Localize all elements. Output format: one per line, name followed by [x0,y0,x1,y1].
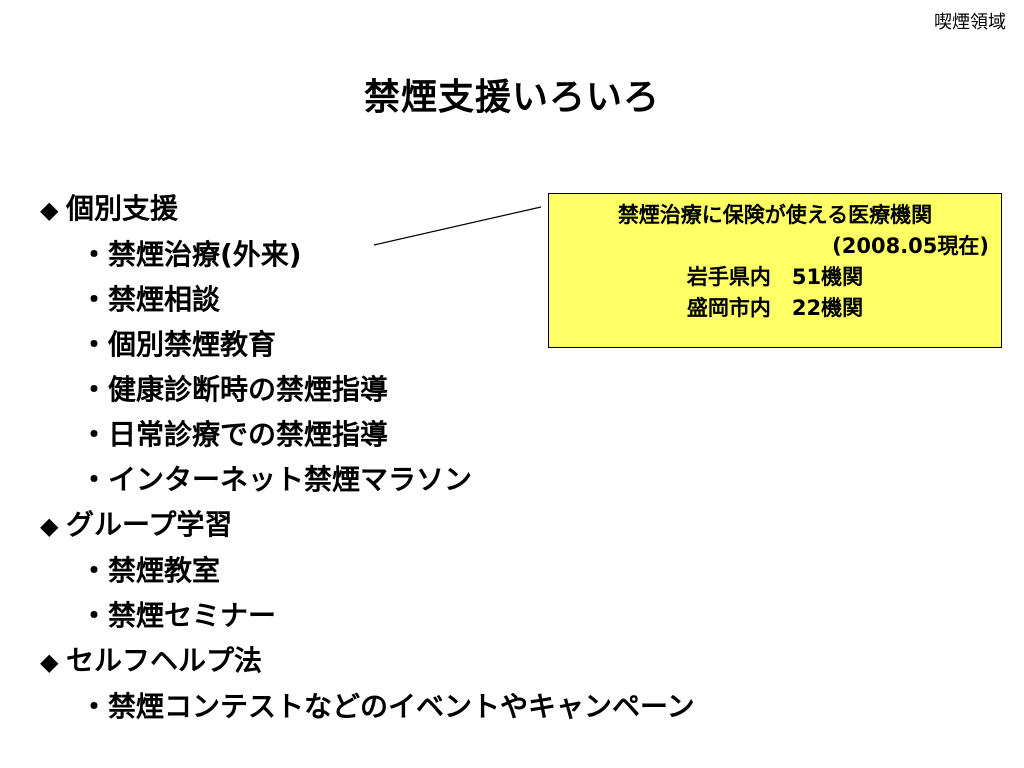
list-item-label: 禁煙相談 [108,283,221,316]
bullet-icon: ・ [80,690,109,723]
callout-date: (2008.05現在) [832,234,989,258]
connector-line [373,206,542,246]
section-heading-label: グループ学習 [66,508,233,541]
list-item: ・健康診断時の禁煙指導 [40,367,600,412]
list-item-label: 禁煙教室 [108,554,221,587]
outline-list: ◆個別支援 ・禁煙治療(外来) ・禁煙相談 ・個別禁煙教育 ・健康診断時の禁煙指… [40,186,695,729]
slide-title: 禁煙支援いろいろ [363,77,660,118]
list-item-label: 禁煙治療(外来) [108,238,302,271]
section-heading-group-learning: ◆グループ学習 [40,502,600,548]
bullet-icon: ・ [80,238,109,271]
list-item: ・個別禁煙教育 [40,322,600,367]
list-item-label: 個別禁煙教育 [108,328,277,361]
list-item: ・日常診療での禁煙指導 [40,412,600,457]
callout-city-count: 盛岡市内 22機関 [686,296,864,320]
list-item: ・禁煙治療(外来) [40,232,600,277]
list-item-label: 日常診療での禁煙指導 [108,418,389,451]
list-item: ・禁煙セミナー [40,593,600,638]
bullet-icon: ・ [80,418,109,451]
callout-heading: 禁煙治療に保険が使える医療機関 [617,203,933,227]
bullet-icon: ・ [80,554,109,587]
section-heading-label: 個別支援 [66,192,179,225]
bullet-icon: ・ [80,283,109,316]
list-item-label: 健康診断時の禁煙指導 [108,373,389,406]
list-item-label: インターネット禁煙マラソン [108,463,473,496]
section-heading-self-help: ◆セルフヘルプ法 [40,638,600,684]
diamond-bullet-icon: ◆ [40,512,59,540]
section-heading-individual-support: ◆個別支援 [40,186,600,232]
callout-prefecture-count: 岩手県内 51機関 [686,265,864,289]
list-item: ・禁煙相談 [40,277,600,322]
list-item: ・禁煙教室 [40,548,600,593]
list-item-label: 禁煙セミナー [108,599,277,632]
list-item: ・インターネット禁煙マラソン [40,457,600,502]
diamond-bullet-icon: ◆ [40,196,59,224]
diamond-bullet-icon: ◆ [40,648,59,676]
bullet-icon: ・ [80,328,109,361]
list-item-label: 禁煙コンテストなどのイベントやキャンペーン [108,690,695,723]
section-heading-label: セルフヘルプ法 [66,644,263,677]
callout-box: 禁煙治療に保険が使える医療機関 (2008.05現在) 岩手県内 51機関 盛岡… [548,193,1002,348]
list-item: ・禁煙コンテストなどのイベントやキャンペーン [40,684,695,729]
bullet-icon: ・ [80,373,109,406]
bullet-icon: ・ [80,463,109,496]
bullet-icon: ・ [80,599,109,632]
corner-label: 喫煙領域 [934,12,1006,33]
